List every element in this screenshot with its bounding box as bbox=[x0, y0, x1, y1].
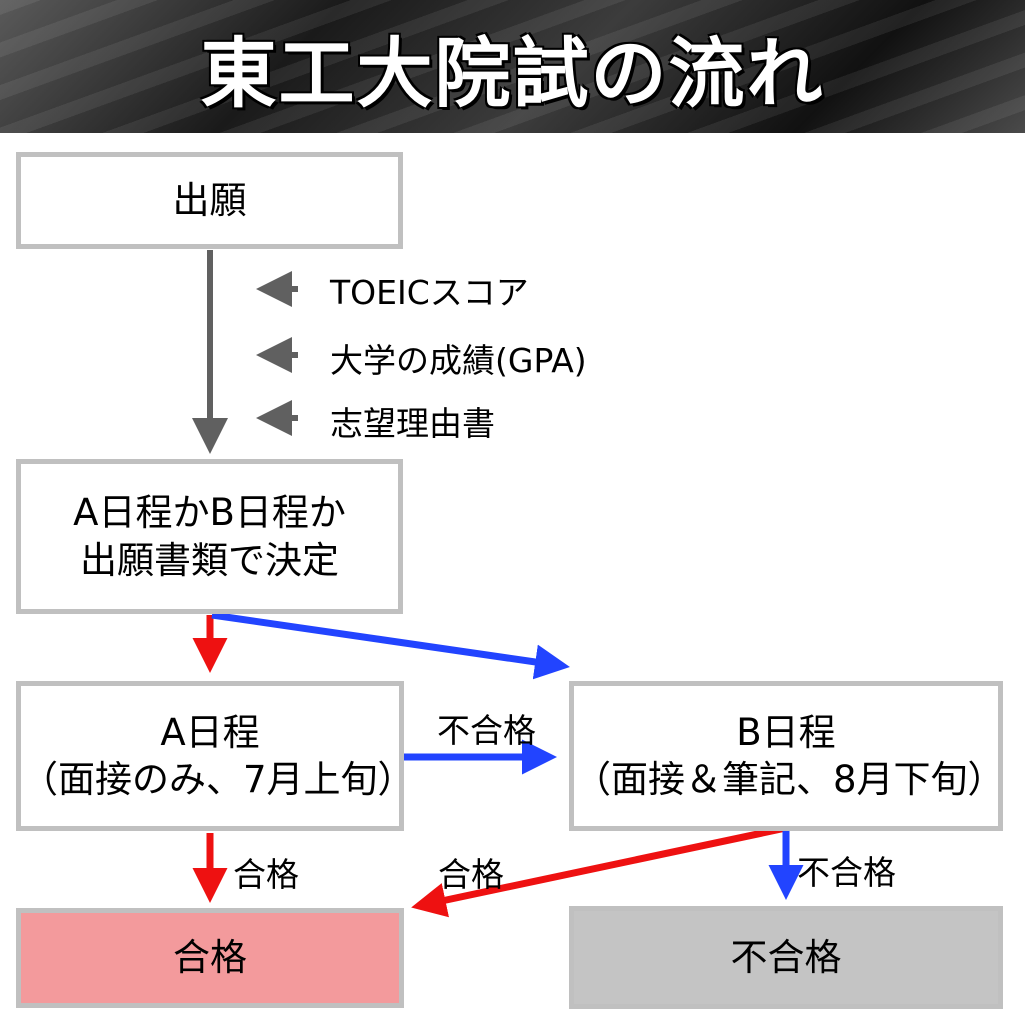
doc-essay: 志望理由書 bbox=[330, 404, 495, 443]
node-pass-label: 合格 bbox=[173, 936, 247, 980]
title-banner bbox=[0, 0, 1025, 133]
node-apply: 出願 bbox=[16, 152, 403, 249]
node-b-line1: B日程 bbox=[736, 710, 836, 754]
node-a-line2: （面接のみ、7月上旬） bbox=[21, 758, 415, 801]
doc-gpa: 大学の成績(GPA) bbox=[330, 341, 587, 380]
arrow-b-to-pass bbox=[411, 824, 787, 918]
node-fail-label: 不合格 bbox=[730, 935, 842, 979]
doc-toeic: TOEICスコア bbox=[330, 273, 529, 312]
node-b-schedule: B日程 （面接＆筆記、8月下旬） bbox=[569, 681, 1005, 831]
node-a-line1: A日程 bbox=[160, 710, 260, 754]
node-decide-line2: 出願書類で決定 bbox=[80, 538, 339, 582]
label-a-to-b: 不合格 bbox=[437, 711, 536, 750]
label-a-to-pass: 合格 bbox=[233, 855, 299, 894]
node-fail: 不合格 bbox=[569, 906, 1003, 1009]
node-decide-line1: A日程かB日程か bbox=[73, 491, 346, 535]
node-apply-label: 出願 bbox=[172, 178, 247, 222]
node-pass: 合格 bbox=[16, 908, 404, 1008]
page-title: 東工大院試の流れ bbox=[200, 28, 825, 118]
arrow-decide-to-b bbox=[211, 611, 570, 680]
node-b-line2: （面接＆筆記、8月下旬） bbox=[574, 758, 1005, 801]
label-b-to-fail: 不合格 bbox=[797, 853, 896, 892]
label-b-to-pass: 合格 bbox=[438, 855, 504, 894]
node-a-schedule: A日程 （面接のみ、7月上旬） bbox=[16, 681, 415, 831]
node-decide: A日程かB日程か 出願書類で決定 bbox=[16, 459, 403, 614]
